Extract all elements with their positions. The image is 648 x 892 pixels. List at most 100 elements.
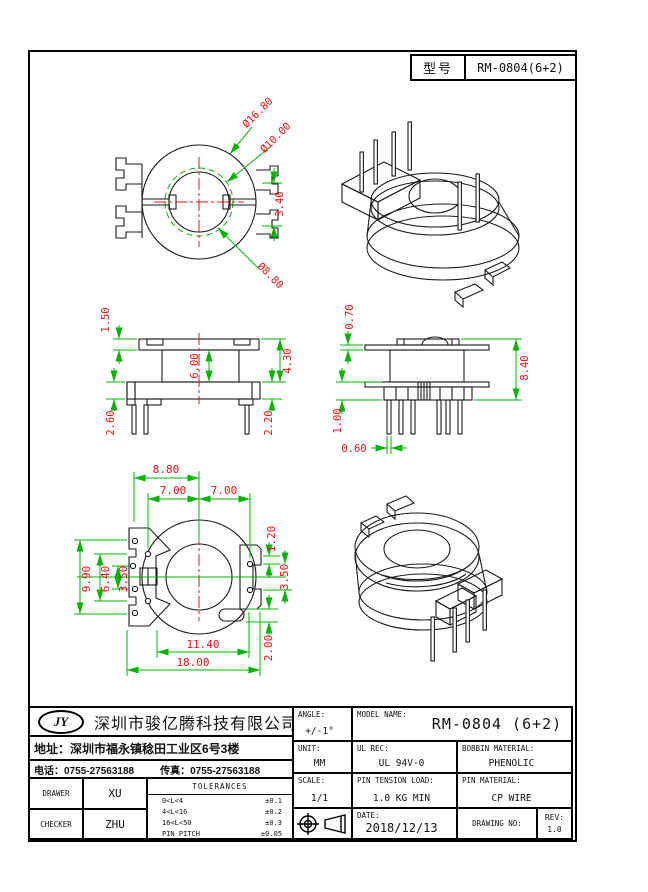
dim-1140: 11.40: [186, 638, 219, 651]
dim-1800: 18.00: [176, 656, 209, 669]
pin-tension-label: PIN TENSION LOAD:: [357, 776, 434, 785]
phone-row: 电话：0755-27563188 传真：0755-27563188: [28, 760, 293, 778]
bobbin-material-label: BOBBIN MATERIAL:: [462, 744, 535, 753]
checker-value-cell: ZHU: [83, 809, 147, 840]
ul-cell: UL REC: UL 94V-0: [352, 741, 457, 773]
projection-symbol-cell: [293, 808, 352, 840]
drawer-value-cell: XU: [83, 778, 147, 809]
drawing-views: Ø16.80 Ø10.00 Ø8.80 3.40: [74, 95, 531, 676]
model-number-table: 型号 RM-0804(6+2): [410, 54, 577, 81]
dim-pin-width: 0.60: [341, 443, 366, 455]
dim-body-height: 4.30: [282, 348, 294, 373]
unit-cell: UNIT: MM: [293, 741, 352, 773]
dim-120: 1.20: [265, 526, 278, 553]
pin-material-cell: PIN MATERIAL: CP WIRE: [457, 773, 573, 808]
rev-cell: REV: 1.0: [537, 808, 573, 840]
tolerances-list: 0<L<4 ±0.1 4<L<16 ±0.2 16<L<50 ±0.3 PIN …: [148, 795, 292, 838]
company-name: 深圳市骏亿腾科技有限公司: [94, 715, 293, 733]
date-value: 2018/12/13: [365, 821, 438, 835]
angle-cell: ANGLE: +/-1°: [293, 706, 352, 741]
dim-350-right: 3.50: [278, 564, 291, 591]
model-number-label: 型号: [412, 56, 466, 79]
date-label: DATE:: [357, 811, 380, 820]
tolerance-row: PIN PITCH ±0.05: [162, 829, 282, 838]
drawer-label-cell: DRAWER: [28, 778, 83, 809]
bottom-view: 8.80 7.00 7.00 1.20 3.50 9.90 6.40 3.50 …: [74, 463, 292, 676]
checker-label: CHECKER: [40, 819, 72, 829]
dim-bore-diameter: Ø8.80: [255, 260, 286, 291]
title-block: JY 深圳市骏亿腾科技有限公司 地址：深圳市福永镇稔田工业区6号3楼 电话：07…: [28, 706, 577, 842]
ul-value: UL 94V-0: [378, 758, 425, 769]
checker-label-cell: CHECKER: [28, 809, 83, 840]
dim-pin-left: 2.60: [105, 410, 117, 435]
checker-value: ZHU: [105, 817, 125, 831]
pin-tension-value: 1.0 KG MIN: [372, 793, 431, 804]
rev-value: 1.0: [547, 824, 562, 834]
tolerance-range: 4<L<16: [162, 808, 188, 816]
scale-label: SCALE:: [298, 776, 326, 785]
tolerance-value: ±0.05: [260, 830, 282, 838]
dim-700-right: 7.00: [211, 484, 238, 497]
pin-tension-cell: PIN TENSION LOAD: 1.0 KG MIN: [352, 773, 457, 808]
model-number-value: RM-0804(6+2): [477, 60, 564, 75]
iso-view-bottom: [354, 495, 504, 662]
front-view: 1.50 6.00 4.30 2.60 2.20: [100, 307, 294, 435]
pin-material-label: PIN MATERIAL:: [462, 776, 521, 785]
bobbin-material-cell: BOBBIN MATERIAL: PHENOLIC: [457, 741, 573, 773]
dim-outer-diameter: Ø16.80: [240, 95, 275, 130]
tolerances-title: TOLERANCES: [148, 779, 292, 795]
scale-value: 1/1: [310, 793, 329, 804]
ul-label: UL REC:: [357, 744, 389, 753]
sheet-frame: Ø16.80 Ø10.00 Ø8.80 3.40: [28, 50, 577, 842]
dim-tab-height: 3.40: [274, 191, 286, 216]
dim-200: 2.00: [262, 635, 275, 662]
tolerance-value: ±0.3: [265, 819, 282, 827]
drawer-label: DRAWER: [42, 789, 70, 798]
company-row: JY 深圳市骏亿腾科技有限公司: [28, 706, 293, 736]
company-tel: 电话：0755-27563188: [34, 765, 135, 777]
company-fax: 传真：0755-27563188: [160, 765, 261, 777]
dim-350-left: 3.50: [117, 566, 130, 593]
tolerance-range: PIN PITCH: [162, 830, 200, 838]
company-address: 地址：深圳市福永镇稔田工业区6号3楼: [34, 741, 240, 756]
dim-mid-diameter: Ø10.00: [258, 120, 293, 155]
model-name-label: MODEL NAME:: [357, 710, 407, 719]
dim-990: 9.90: [80, 566, 93, 593]
angle-label: ANGLE:: [298, 710, 326, 719]
third-angle-projection-icon: [296, 812, 346, 835]
unit-value: MM: [313, 758, 326, 769]
top-view: Ø16.80 Ø10.00 Ø8.80 3.40: [115, 95, 294, 291]
pin-material-value: CP WIRE: [491, 793, 532, 804]
angle-value: +/-1°: [305, 726, 334, 737]
dim-total-height: 8.40: [519, 355, 531, 380]
tolerance-row: 16<L<50 ±0.3: [162, 818, 282, 829]
date-cell: DATE: 2018/12/13: [352, 808, 457, 840]
address-row: 地址：深圳市福永镇稔田工业区6号3楼: [28, 736, 293, 760]
dim-window-height: 6.00: [189, 353, 201, 378]
dim-top-thickness: 0.70: [344, 304, 356, 329]
drawing-no-label: DRAWING NO:: [472, 819, 522, 828]
dim-880: 8.80: [153, 463, 180, 476]
tolerance-row: 4<L<16 ±0.2: [162, 807, 282, 818]
model-name-value: RM-0804 (6+2): [431, 715, 563, 733]
rev-label: REV:: [544, 812, 565, 822]
dim-640: 6.40: [99, 566, 112, 593]
iso-view-top: [340, 121, 520, 309]
drawing-no-cell: DRAWING NO:: [457, 808, 537, 840]
bobbin-material-value: PHENOLIC: [488, 758, 535, 769]
dim-base-thickness: 1.00: [332, 408, 344, 433]
model-name-cell: MODEL NAME: RM-0804 (6+2): [352, 706, 573, 741]
tolerance-range: 16<L<50: [162, 819, 192, 827]
tolerance-value: ±0.2: [265, 808, 282, 816]
drawer-value: XU: [108, 787, 122, 800]
dim-flange-thickness: 1.50: [100, 307, 112, 332]
tolerance-row: 0<L<4 ±0.1: [162, 796, 282, 807]
scale-cell: SCALE: 1/1: [293, 773, 352, 808]
dim-pin-right: 2.20: [263, 410, 275, 435]
unit-label: UNIT:: [298, 744, 321, 753]
company-logo: JY: [38, 709, 84, 734]
tolerances-box: TOLERANCES 0<L<4 ±0.1 4<L<16 ±0.2 16<L<5…: [147, 778, 293, 840]
dim-700-left: 7.00: [160, 484, 187, 497]
tolerance-value: ±0.1: [265, 797, 282, 805]
